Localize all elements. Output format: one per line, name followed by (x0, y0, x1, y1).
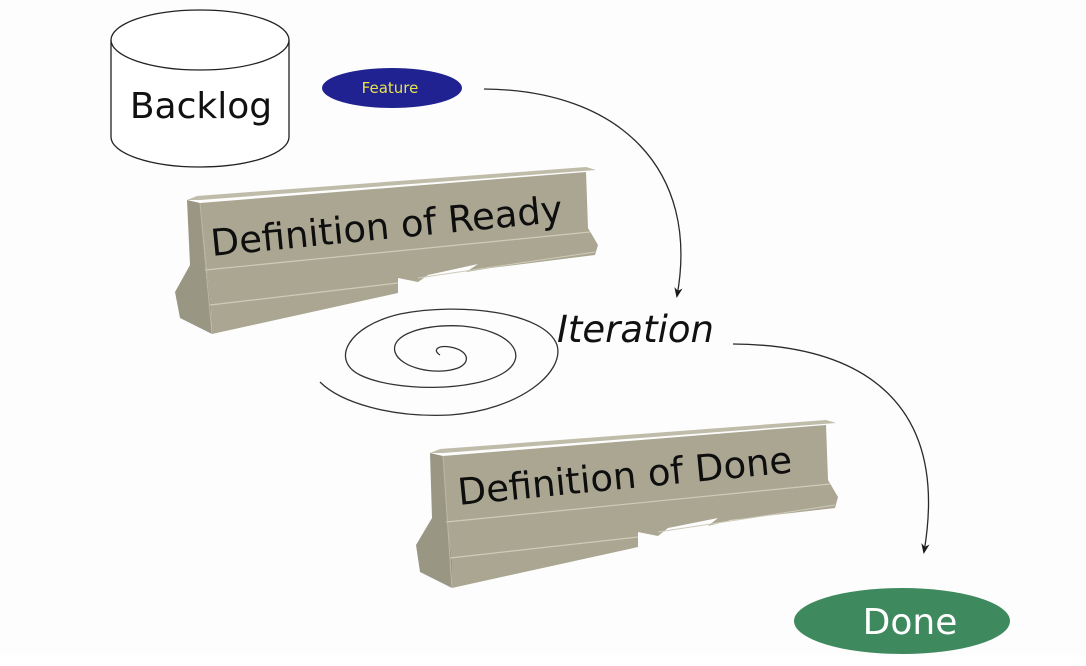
arrow-iteration-to-done (732, 343, 930, 555)
iteration-label: Iteration (557, 308, 714, 351)
spiral-icon (319, 308, 559, 417)
feature-node: Feature (322, 68, 462, 108)
arrow-feature-to-iteration (483, 88, 683, 299)
done-node: Done (794, 588, 1010, 654)
definition-of-done-barrier: Definition of Done (416, 420, 838, 589)
backlog-database-icon: Backlog (110, 9, 290, 168)
backlog-label: Backlog (130, 86, 272, 127)
feature-label: Feature (362, 79, 419, 97)
definition-of-ready-barrier: Definition of Ready (175, 167, 598, 335)
done-label: Done (863, 602, 958, 643)
feature-ellipse (322, 68, 462, 108)
done-ellipse (794, 588, 1010, 654)
